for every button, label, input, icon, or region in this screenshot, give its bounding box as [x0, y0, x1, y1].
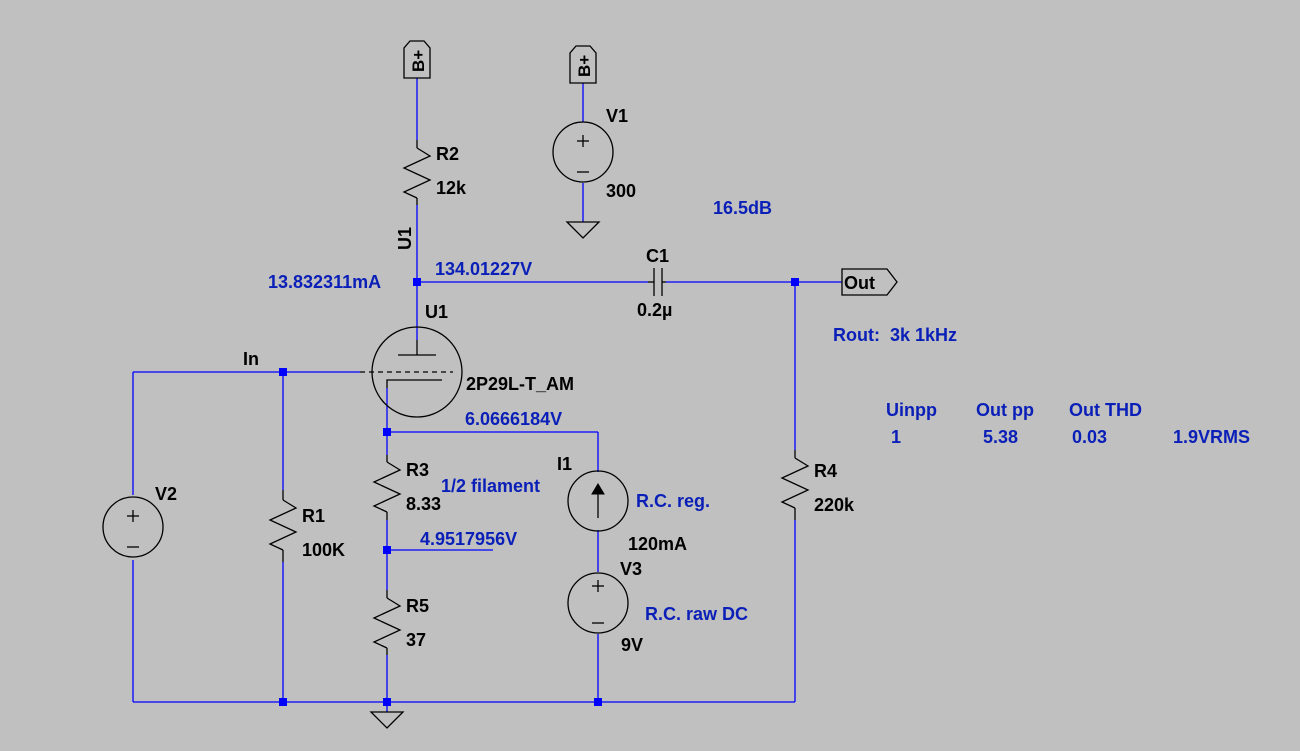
voltage-source-v1: V1 300	[552, 106, 636, 201]
r2-value: 12k	[436, 178, 467, 198]
cathode-voltage-label: 6.0666184V	[465, 409, 562, 429]
r4-name: R4	[814, 461, 837, 481]
ground-symbol-main	[369, 711, 405, 729]
vacuum-tube-u1: U1 2P29L-T_AM	[360, 302, 574, 418]
rout-label: Rout: 3k 1kHz	[833, 325, 957, 345]
r1-name: R1	[302, 506, 325, 526]
resistor-r5: R5 37	[372, 590, 429, 655]
v1-name: V1	[606, 106, 628, 126]
results-value-uinpp: 1	[891, 427, 901, 447]
mid-voltage-label: 4.9517956V	[420, 529, 517, 549]
voltage-source-v2: V2	[102, 484, 177, 558]
r3-name: R3	[406, 460, 429, 480]
resistor-r4: R4 220k	[780, 450, 855, 520]
annotations: 13.832311mA 134.01227V 16.5dB Rout: 3k 1…	[268, 198, 957, 624]
bplus-flag-1: B+	[403, 40, 431, 79]
v3-value: 9V	[621, 635, 643, 655]
c1-name: C1	[646, 246, 669, 266]
v2-name: V2	[155, 484, 177, 504]
out-flag-label: Out	[844, 273, 875, 293]
gain-label: 16.5dB	[713, 198, 772, 218]
ground-symbol-v1	[565, 221, 601, 239]
results-table: Uinpp Out pp Out THD 1 5.38 0.03 1.9VRMS	[886, 400, 1250, 447]
voltage-source-v3: V3 9V	[567, 559, 643, 655]
results-value-outpp: 5.38	[983, 427, 1018, 447]
u1-plate-label: U1	[395, 227, 415, 250]
bplus-flag-2-label: B+	[575, 55, 594, 77]
results-header-outpp: Out pp	[976, 400, 1034, 420]
v1-value: 300	[606, 181, 636, 201]
u1-model: 2P29L-T_AM	[466, 374, 574, 394]
results-header-outthd: Out THD	[1069, 400, 1142, 420]
r5-name: R5	[406, 596, 429, 616]
v3-name: V3	[620, 559, 642, 579]
resistor-r3: R3 8.33	[372, 455, 441, 520]
i1-name: I1	[557, 454, 572, 474]
c1-value: 0.2µ	[637, 300, 672, 320]
bplus-flag-1-label: B+	[409, 50, 428, 72]
resistor-r1: R1 100K	[268, 490, 345, 562]
net-label-in: In	[243, 349, 259, 369]
r3-value: 8.33	[406, 494, 441, 514]
r5-value: 37	[406, 630, 426, 650]
results-value-vrms: 1.9VRMS	[1173, 427, 1250, 447]
junction-dots	[279, 278, 799, 706]
bplus-flag-2: B+	[569, 45, 597, 84]
rc-reg-label: R.C. reg.	[636, 491, 710, 511]
results-value-outthd: 0.03	[1072, 427, 1107, 447]
i1-value: 120mA	[628, 534, 687, 554]
resistor-r2: R2 12k	[402, 140, 467, 205]
r1-value: 100K	[302, 540, 345, 560]
r4-value: 220k	[814, 495, 855, 515]
results-header-uinpp: Uinpp	[886, 400, 937, 420]
plate-current-label: 13.832311mA	[268, 272, 381, 292]
out-flag: Out	[841, 268, 898, 296]
filament-note-label: 1/2 filament	[441, 476, 540, 496]
r2-name: R2	[436, 144, 459, 164]
rc-raw-label: R.C. raw DC	[645, 604, 748, 624]
capacitor-c1: C1 0.2µ	[637, 246, 672, 320]
plate-voltage-label: 134.01227V	[435, 259, 532, 279]
current-source-i1: I1 120mA	[557, 454, 687, 554]
wires	[132, 78, 842, 712]
u1-name: U1	[425, 302, 448, 322]
